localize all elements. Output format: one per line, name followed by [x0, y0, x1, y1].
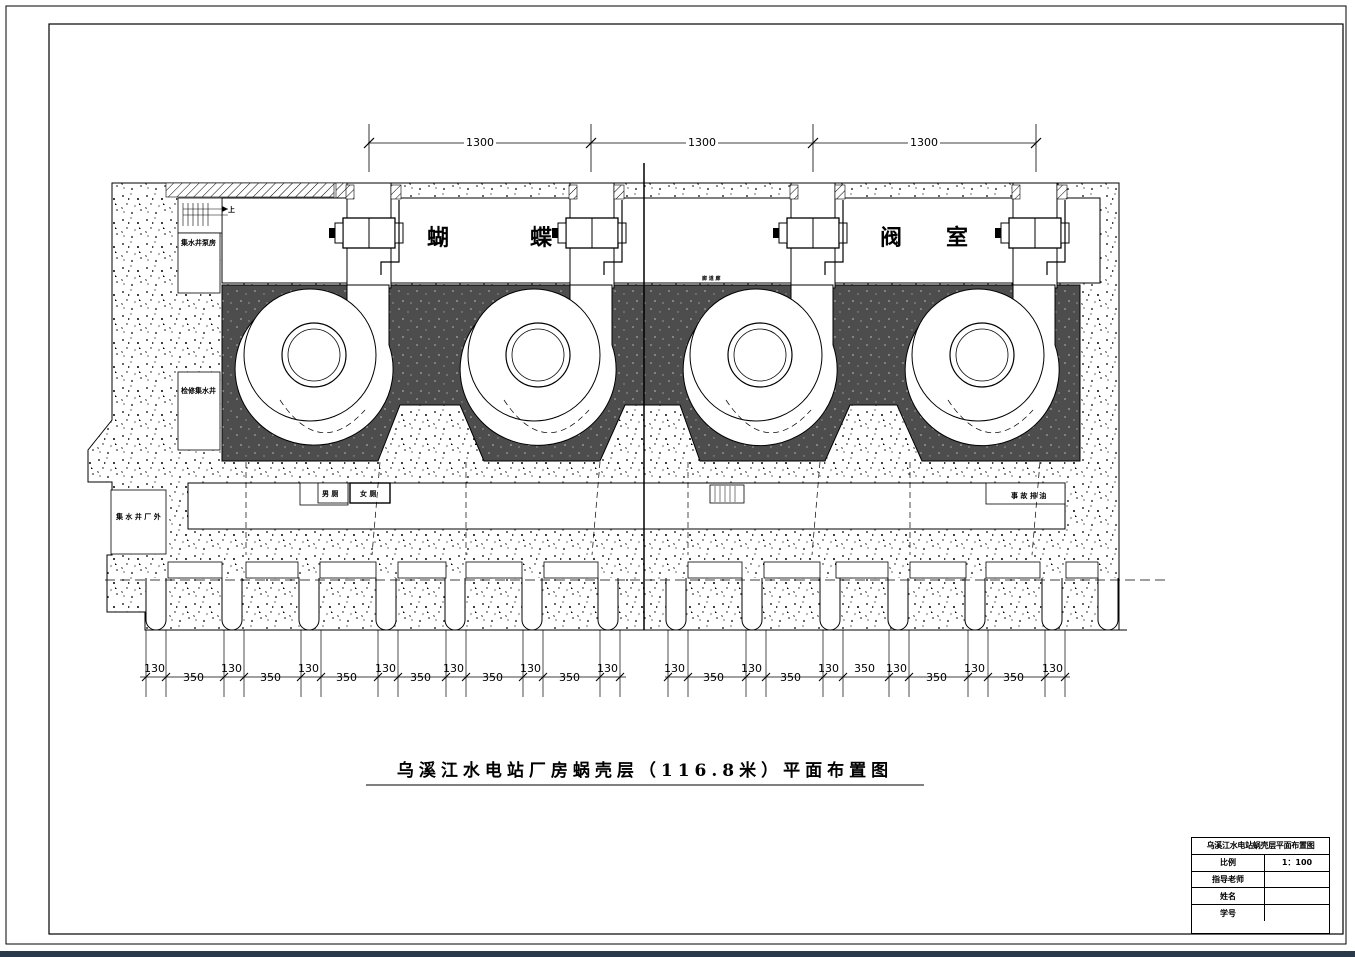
outlet-7: [687, 561, 743, 579]
teacher-label: 指导老师: [1192, 871, 1265, 888]
label-outside-well: 集 水 井 厂 外: [116, 513, 161, 521]
id-value: [1265, 905, 1329, 921]
gallery: [110, 482, 1066, 555]
bottom-dimension-line: [140, 630, 1070, 697]
name-value: [1265, 888, 1329, 904]
id-label: 学号: [1192, 905, 1265, 921]
pier-4: [375, 578, 397, 631]
top-dim-2: 1300: [686, 136, 718, 149]
label-stair-up: 上: [228, 206, 235, 214]
pier-11: [887, 578, 909, 631]
pier-13: [1041, 578, 1063, 631]
outlet-3: [319, 561, 377, 579]
bottom-dim-2: 350: [183, 671, 204, 684]
bottom-dim-7: 130: [375, 662, 396, 675]
unit-1: [234, 182, 404, 446]
label-corridor: 廊 道 廊: [702, 276, 721, 282]
label-valve: 阀: [880, 225, 903, 251]
label-drain-well: 检修集水井: [181, 387, 216, 395]
bottom-dim-3: 130: [221, 662, 242, 675]
bottom-dim-20: 130: [886, 662, 907, 675]
outlet-11: [985, 561, 1041, 579]
pier-9: [741, 578, 763, 631]
outer-frame: [5, 5, 1347, 945]
valve-room: [177, 197, 1101, 451]
pier-8: [665, 578, 687, 631]
bottom-dim-12: 350: [559, 671, 580, 684]
outlet-5: [465, 561, 523, 579]
top-dim-3: 1300: [908, 136, 940, 149]
bottom-dim-23: 350: [1003, 671, 1024, 684]
bottom-dim-9: 130: [443, 662, 464, 675]
name-label: 姓名: [1192, 888, 1265, 905]
outlet-8: [763, 561, 821, 579]
drawing-title: 乌溪江水电站厂房蜗壳层（116.8米）平面布置图: [396, 761, 894, 781]
outlet-9: [835, 561, 889, 579]
inner-frame: [48, 23, 1344, 935]
bottom-dim-11: 130: [520, 662, 541, 675]
outlet-4: [397, 561, 447, 579]
unit-2: [459, 182, 627, 446]
pier-1: [145, 578, 167, 631]
scale-label: 比例: [1192, 854, 1265, 871]
label-collection-pump: 集水井泵房: [181, 239, 216, 247]
bottom-dim-4: 350: [260, 671, 281, 684]
draft-tube-outlets: [145, 461, 1119, 631]
top-dim-1: 1300: [464, 136, 496, 149]
pier-6: [521, 578, 543, 631]
label-men-wc: 男 厕: [322, 490, 339, 498]
teacher-value: [1265, 872, 1329, 888]
bottom-dim-21: 350: [926, 671, 947, 684]
spiral-cases: [234, 182, 1070, 447]
bottom-dim-15: 350: [703, 671, 724, 684]
bottom-dim-16: 130: [741, 662, 762, 675]
title-block-title: 乌溪江水电站蜗壳层平面布置图: [1206, 841, 1315, 851]
label-room: 室: [946, 225, 969, 251]
unit-4: [904, 182, 1070, 447]
pier-12: [964, 578, 986, 631]
label-accident-drain: 事 故 排 油: [1011, 492, 1047, 500]
taskbar: [0, 951, 1355, 957]
title-block: 乌溪江水电站蜗壳层平面布置图 比例 1：100 指导老师 姓名 学号: [1191, 837, 1330, 934]
bottom-dim-1: 130: [144, 662, 165, 675]
pier-14: [1097, 578, 1119, 631]
outlet-1: [167, 561, 223, 579]
bottom-dim-17: 350: [780, 671, 801, 684]
bottom-dim-10: 350: [482, 671, 503, 684]
outlet-6: [543, 561, 599, 579]
bottom-dim-13: 130: [597, 662, 618, 675]
pier-5: [444, 578, 466, 631]
bottom-dim-19: 350: [854, 662, 875, 675]
bottom-dim-6: 350: [336, 671, 357, 684]
pier-3: [298, 578, 320, 631]
outlet-12: [1065, 561, 1099, 579]
bottom-dim-24: 130: [1042, 662, 1063, 675]
pier-10: [819, 578, 841, 631]
bottom-dim-14: 130: [664, 662, 685, 675]
scale-value: 1：100: [1281, 858, 1313, 868]
spiral-case-zone: [221, 284, 1081, 462]
label-butterfly: 蝴: [427, 225, 450, 251]
bottom-dim-22: 130: [964, 662, 985, 675]
bottom-dim-5: 130: [298, 662, 319, 675]
label-butterfly2: 蝶: [530, 225, 553, 251]
pier-7: [597, 578, 619, 631]
bottom-dim-18: 130: [818, 662, 839, 675]
outlet-10: [909, 561, 967, 579]
bottom-dim-8: 350: [410, 671, 431, 684]
outlet-2: [245, 561, 299, 579]
label-women-wc: 女 厕: [360, 490, 377, 498]
unit-3: [682, 182, 848, 447]
pier-2: [221, 578, 243, 631]
